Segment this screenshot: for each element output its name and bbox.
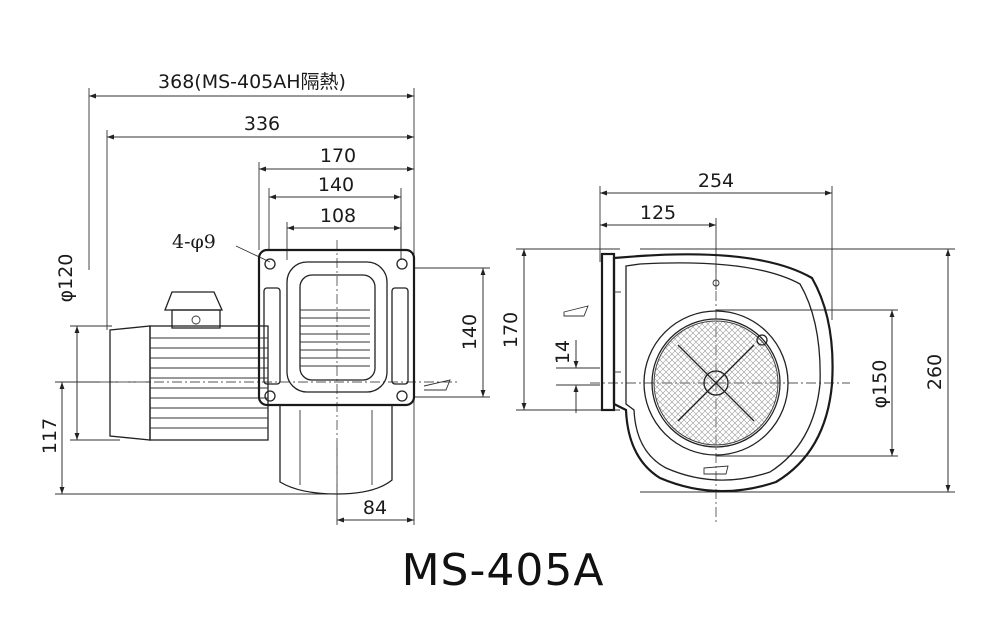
extension-lines xyxy=(55,88,490,525)
dim-140-label: 140 xyxy=(318,174,354,196)
blower-side xyxy=(257,248,451,495)
dim-368-label: 368(MS-405AH隔熱) xyxy=(158,71,346,93)
dim-140-vertical-label: 140 xyxy=(459,314,481,350)
outlet-flange xyxy=(600,252,616,412)
dim-84-label: 84 xyxy=(363,497,387,519)
dim-260-label: 260 xyxy=(924,354,946,390)
dim-108-label: 108 xyxy=(320,205,356,227)
dim-170-vertical-label: 170 xyxy=(500,312,522,348)
front-view: 254 125 170 14 φ150 260 xyxy=(500,170,955,525)
dim-phi150-label: φ150 xyxy=(869,360,891,409)
dim-117-label: 117 xyxy=(39,418,61,454)
holes-note: 4-φ9 xyxy=(172,231,216,253)
dim-14-label: 14 xyxy=(552,340,574,364)
dim-254-label: 254 xyxy=(698,170,734,192)
dim-336-label: 336 xyxy=(244,113,280,135)
front-extension-lines xyxy=(516,186,955,493)
dim-125-label: 125 xyxy=(640,202,676,224)
holes-leader xyxy=(235,245,271,263)
dim-170-label: 170 xyxy=(320,145,356,167)
inlet-bolt xyxy=(756,334,768,346)
model-name: MS-405A xyxy=(401,545,605,596)
blower-housing-front xyxy=(563,252,834,493)
side-view: 368(MS-405AH隔熱) 336 170 140 108 84 4-φ9 … xyxy=(39,71,490,525)
motor xyxy=(109,291,269,441)
dim-phi120-label: φ120 xyxy=(55,254,77,303)
